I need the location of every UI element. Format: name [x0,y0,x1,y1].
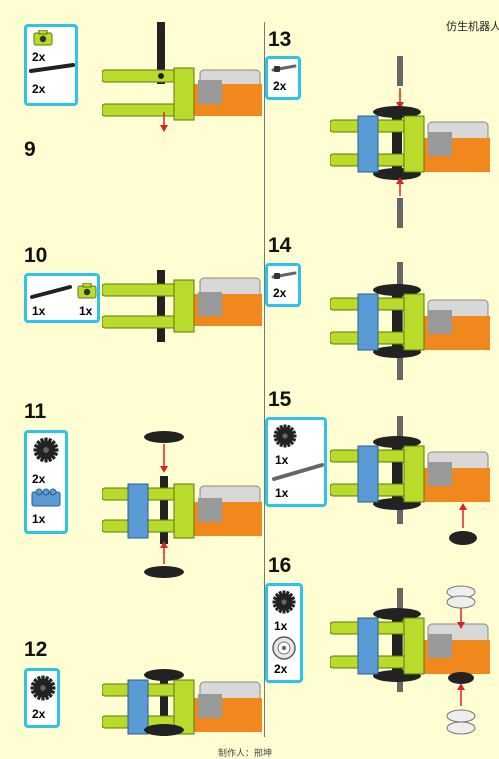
column-divider [264,22,265,737]
step-16-model-illustration [330,582,490,740]
page-header: 仿生机器人 [446,21,499,33]
step-12-parts-box: 2x [24,668,60,728]
step-8-model-illustration [102,22,264,132]
grey-axle-icon [271,270,297,280]
step-12-model-illustration [102,668,264,738]
part-qty: 2x [273,79,287,93]
black-axle-icon [30,285,72,299]
grey-axle-icon [271,63,297,73]
lime-connector-icon [77,283,97,299]
grey-axle-icon [272,462,324,482]
step-number: 10 [24,244,48,267]
step-15-parts-box: 1x 1x [265,417,327,507]
part-qty: 1x [32,512,46,526]
page-footer: 制作人：邢坤 [218,748,273,758]
black-axle-icon [29,63,75,73]
step-15-model-illustration [330,416,490,548]
step-10-parts-box: 1x 1x [24,273,100,323]
part-qty: 1x [32,304,46,318]
gear-icon [33,437,59,463]
step-14-model-illustration [330,262,490,380]
step-13-model-illustration [330,56,490,232]
part-qty: 1x [275,486,289,500]
gear-icon [273,424,297,448]
step-number: 14 [268,234,292,257]
part-qty: 2x [32,472,46,486]
step-number: 11 [24,400,47,423]
step-11-model-illustration [102,428,264,580]
step-8-parts-box: 2x 2x [24,24,78,106]
wheel-icon [272,636,296,660]
part-qty: 1x [274,619,288,633]
part-qty: 2x [32,707,46,721]
step-10-model-illustration [102,270,264,342]
step-16-parts-box: 1x 2x [265,583,303,683]
gear-icon [272,590,296,614]
step-number: 12 [24,638,48,661]
part-qty: 2x [32,82,46,96]
part-qty: 2x [273,286,287,300]
gear-icon [30,675,56,701]
part-qty: 1x [79,304,93,318]
lime-connector-icon [33,30,53,46]
step-14-parts-box: 2x [265,263,301,307]
step-number: 16 [268,554,292,577]
step-11-parts-box: 2x 1x [24,430,68,534]
part-qty: 2x [274,662,288,676]
step-number: 15 [268,388,292,411]
step-number: 13 [268,28,292,51]
blue-brick-icon [31,488,61,508]
part-qty: 1x [275,453,289,467]
step-13-parts-box: 2x [265,56,301,100]
part-qty: 2x [32,50,46,64]
step-number: 9 [24,138,36,161]
